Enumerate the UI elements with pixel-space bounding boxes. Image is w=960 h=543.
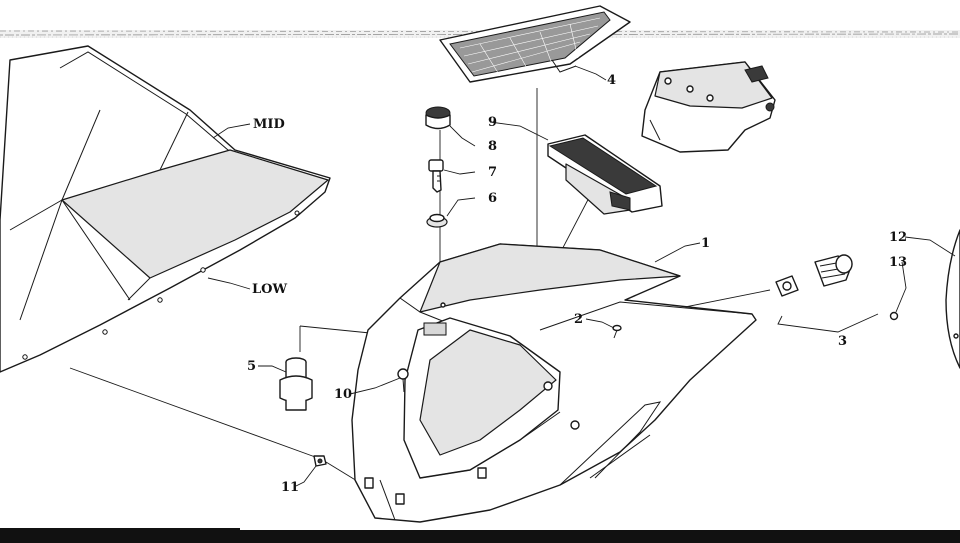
callout-5: 5 (247, 359, 256, 374)
callout-12: 12 (889, 230, 907, 245)
part-7-key (428, 159, 444, 193)
callout-low: LOW (252, 282, 287, 297)
part-8-key-cap (425, 106, 451, 130)
callout-7: 7 (488, 165, 497, 180)
part-12-disc (945, 229, 960, 369)
windshield (0, 45, 331, 373)
callout-10: 10 (334, 387, 352, 402)
part-3-switch (775, 254, 879, 333)
leader-lines (207, 65, 956, 487)
callout-4: 4 (607, 73, 616, 88)
part-4-cover (641, 61, 776, 153)
part-1-hood (351, 243, 757, 523)
callout-6: 6 (488, 191, 497, 206)
callout-3: 3 (838, 334, 847, 349)
callout-labels: MID LOW 1 2 3 4 5 6 7 8 9 10 11 12 13 (247, 73, 907, 495)
callout-11: 11 (281, 480, 299, 495)
callout-1: 1 (701, 236, 710, 251)
part-2-rivet (612, 324, 622, 339)
callout-13: 13 (889, 255, 907, 270)
bottom-bar (0, 528, 960, 543)
callout-mid: MID (253, 117, 285, 132)
callout-2: 2 (574, 312, 583, 327)
part-11-clip (313, 455, 327, 467)
part-13-screw (889, 311, 899, 321)
vent-grille (439, 5, 631, 83)
part-6-bezel (426, 213, 448, 228)
callout-8: 8 (488, 139, 497, 154)
part-5-socket (279, 357, 313, 411)
callout-9: 9 (488, 115, 497, 130)
part-9-module (547, 134, 663, 215)
part-10-screw (397, 368, 409, 393)
